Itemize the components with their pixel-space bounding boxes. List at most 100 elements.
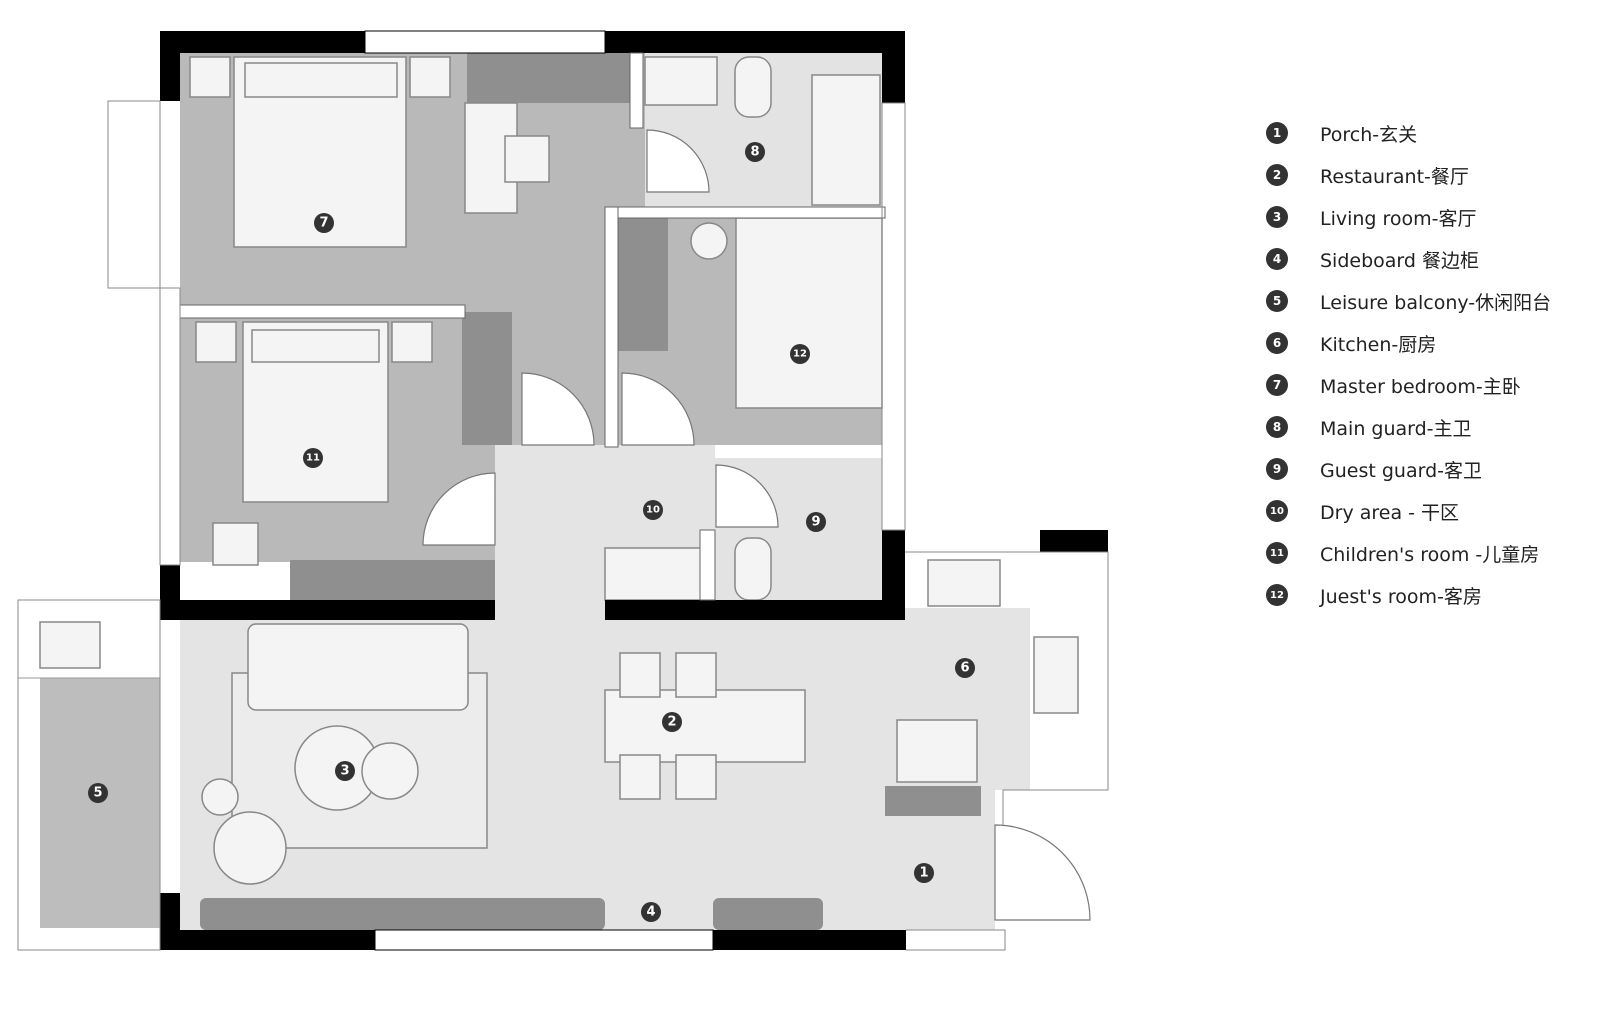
sofa xyxy=(247,623,469,711)
legend-item: 1 Porch-玄关 xyxy=(1266,112,1551,154)
legend-number: 6 xyxy=(1266,332,1288,354)
marker-restaurant: 2 xyxy=(662,712,682,732)
coffee-table xyxy=(361,742,419,800)
window xyxy=(374,929,714,951)
svg-text:2: 2 xyxy=(667,715,676,730)
marker-balcony: 5 xyxy=(88,783,108,803)
washer xyxy=(39,621,101,669)
marker-living-room: 3 xyxy=(335,761,355,781)
legend-number: 2 xyxy=(1266,164,1288,186)
entry-door-swing xyxy=(994,824,1091,921)
wall xyxy=(605,600,905,620)
partition xyxy=(699,529,716,601)
svg-text:10: 10 xyxy=(646,505,660,516)
legend-item: 3 Living room-客厅 xyxy=(1266,196,1551,238)
balcony-floor xyxy=(40,678,160,928)
marker-guest-bath: 9 xyxy=(806,512,826,532)
legend-item: 5 Leisure balcony-休闲阳台 xyxy=(1266,280,1551,322)
wardrobe xyxy=(462,312,512,445)
partition xyxy=(629,52,644,129)
sideboard xyxy=(200,898,605,930)
wardrobe xyxy=(618,218,668,351)
svg-text:7: 7 xyxy=(319,216,328,231)
legend-label: Leisure balcony-休闲阳台 xyxy=(1320,291,1552,314)
sideboard xyxy=(713,898,823,930)
legend: 1 Porch-玄关 2 Restaurant-餐厅 3 Living room-客厅… xyxy=(1266,112,1551,616)
svg-text:9: 9 xyxy=(811,515,820,530)
bed xyxy=(735,217,883,409)
wall xyxy=(160,31,180,101)
sink-counter xyxy=(644,56,718,106)
marker-children-room: 11 xyxy=(303,448,323,468)
legend-label: Main guard-主卫 xyxy=(1320,417,1472,440)
legend-label: Kitchen-厨房 xyxy=(1320,333,1437,356)
toilet xyxy=(734,56,772,118)
svg-text:1: 1 xyxy=(919,866,928,881)
marker-guest-room: 12 xyxy=(790,344,810,364)
kitchen-cabinet xyxy=(885,786,981,816)
cabinets xyxy=(200,53,981,930)
legend-number: 11 xyxy=(1266,542,1288,564)
round-stool xyxy=(690,222,728,260)
legend-label: Porch-玄关 xyxy=(1320,123,1418,146)
armchair xyxy=(213,811,287,885)
legend-label: Living room-客厅 xyxy=(1320,207,1477,230)
svg-text:6: 6 xyxy=(960,661,969,676)
room-markers: 1 2 3 4 5 6 7 8 9 10 11 12 xyxy=(88,142,975,922)
svg-text:11: 11 xyxy=(306,453,320,464)
legend-number: 12 xyxy=(1266,584,1288,606)
nightstand xyxy=(195,321,237,363)
chair xyxy=(504,135,550,183)
exterior-ledge xyxy=(906,929,1006,951)
wall xyxy=(1040,530,1108,552)
exterior-ledge xyxy=(159,287,181,566)
dining-table xyxy=(604,689,806,763)
door-swing xyxy=(646,129,710,193)
marker-master-bedroom: 7 xyxy=(314,213,334,233)
legend-item: 8 Main guard-主卫 xyxy=(1266,406,1551,448)
fridge xyxy=(896,719,978,783)
legend-number: 5 xyxy=(1266,290,1288,312)
legend-label: Sideboard 餐边柜 xyxy=(1320,249,1479,272)
doors xyxy=(422,129,1091,921)
legend-number: 4 xyxy=(1266,248,1288,270)
svg-text:12: 12 xyxy=(793,349,807,360)
furniture xyxy=(39,56,1079,885)
dining-chair xyxy=(619,754,661,800)
legend-number: 1 xyxy=(1266,122,1288,144)
wall xyxy=(160,930,375,950)
door-swing xyxy=(422,472,496,546)
window xyxy=(364,30,606,54)
pillow xyxy=(244,62,398,98)
wall xyxy=(713,930,906,950)
toilet xyxy=(734,537,772,601)
sink-counter xyxy=(604,547,702,601)
balcony-rail xyxy=(17,599,161,951)
partition xyxy=(179,304,466,319)
door-swing xyxy=(621,372,695,446)
nightstand xyxy=(189,56,231,98)
partition xyxy=(604,206,886,219)
legend-item: 2 Restaurant-餐厅 xyxy=(1266,154,1551,196)
legend-label: Restaurant-餐厅 xyxy=(1320,165,1469,188)
bathtub xyxy=(811,74,881,206)
bay-window xyxy=(107,100,161,289)
door-swing xyxy=(715,464,779,528)
dining-chair xyxy=(675,652,717,698)
legend-number: 3 xyxy=(1266,206,1288,228)
wall xyxy=(605,31,905,53)
nightstand xyxy=(409,56,451,98)
legend-label: Juest's room-客房 xyxy=(1320,585,1482,608)
marker-porch: 1 xyxy=(914,863,934,883)
svg-text:3: 3 xyxy=(340,764,349,779)
legend-label: Dry area - 干区 xyxy=(1320,501,1460,524)
legend-number: 8 xyxy=(1266,416,1288,438)
wall xyxy=(160,31,365,53)
dining-chair xyxy=(675,754,717,800)
legend-label: Guest guard-客卫 xyxy=(1320,459,1482,482)
wall xyxy=(160,600,495,620)
